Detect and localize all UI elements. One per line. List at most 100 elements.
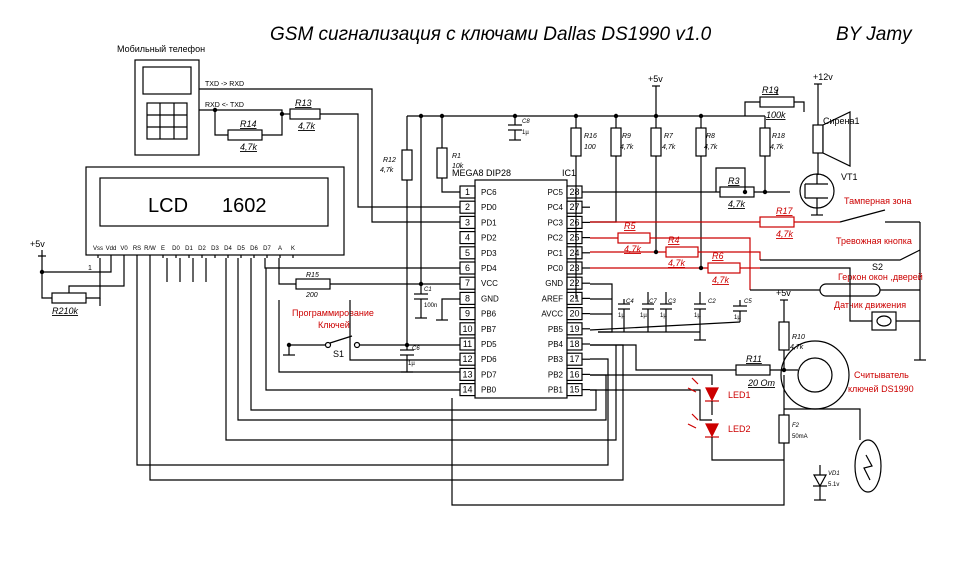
r5-ref: R5 xyxy=(624,221,636,231)
mcu-pin-name: PB1 xyxy=(548,386,564,395)
mcu-name: MEGA8 DIP28 xyxy=(452,168,511,178)
mobile-phone: Мобильный телефон TXD -> RXD RXD <- TXD xyxy=(117,44,244,156)
lcd-pin-label: A xyxy=(278,246,282,252)
c1-ref: C1 xyxy=(424,287,432,293)
reed-label: Геркон окон ,дверей xyxy=(838,272,923,282)
mcu-pin-box xyxy=(459,367,476,381)
mcu-pin-number: 1 xyxy=(465,187,470,197)
r13-val: 4,7k xyxy=(298,121,316,131)
lcd-pin-label: D5 xyxy=(237,246,245,252)
mcu-pin-number: 24 xyxy=(569,248,579,258)
mcu-pin-name: AREF xyxy=(542,294,563,303)
mcu-pin-number: 28 xyxy=(569,187,579,197)
reader-ds1990 xyxy=(780,340,850,410)
c7-ref: C7 xyxy=(649,299,657,305)
mcu-pin-name: PB5 xyxy=(548,325,564,334)
r4-ref: R4 xyxy=(668,235,680,245)
c3-ref: C3 xyxy=(668,299,676,305)
r19-val: 100k xyxy=(766,110,786,120)
mcu-pin-name: AVCC xyxy=(541,310,563,319)
c6-ref: C6 xyxy=(412,346,420,352)
r4-val: 4,7k xyxy=(668,258,686,268)
mcu-pin-name: VCC xyxy=(481,279,498,288)
mcu-pin-name: PD4 xyxy=(481,264,497,273)
mcu-pin-number: 8 xyxy=(465,293,470,303)
panic-label: Тревожная кнопка xyxy=(836,236,912,246)
mcu-pin-box xyxy=(459,200,476,214)
mcu-ref: IC1 xyxy=(562,168,576,178)
mcu-pin-number: 16 xyxy=(569,369,579,379)
lcd-pin1-label: 1 xyxy=(88,265,92,272)
power-5v-left: +5v xyxy=(30,239,45,249)
mcu-pin-number: 12 xyxy=(462,354,472,364)
motion-label: Датчик движения xyxy=(834,300,906,310)
r3-val: 4,7k xyxy=(728,199,746,209)
power-5v-top: +5v xyxy=(648,74,663,84)
mcu-pin-name: PC6 xyxy=(481,188,497,197)
mcu-pin-name: PC0 xyxy=(547,264,563,273)
c3-val: 1µ xyxy=(660,313,667,319)
vd1-ref: VD1 xyxy=(828,471,840,477)
r10-ref: R10 xyxy=(792,334,805,341)
r12-val: 4,7k xyxy=(380,167,394,174)
mcu-pin-number: 6 xyxy=(465,263,470,273)
r16-val: 100 xyxy=(584,144,596,151)
lcd-pin-label: D1 xyxy=(185,246,193,252)
r14-val: 4,7k xyxy=(240,142,258,152)
lcd-pin-label: D6 xyxy=(250,246,258,252)
mcu-pin-name: PD7 xyxy=(481,370,497,379)
led2-label: LED2 xyxy=(728,424,751,434)
lcd-pin-label: V0 xyxy=(120,246,128,252)
r3-ref: R3 xyxy=(728,176,740,186)
mcu-pin-box xyxy=(459,231,476,245)
mcu-pin-name: PD6 xyxy=(481,355,497,364)
mcu-pin-name: PD1 xyxy=(481,218,497,227)
c1-val: 100n xyxy=(424,303,437,309)
mcu-pin-name: PB7 xyxy=(481,325,497,334)
reader-label-1: Считыватель xyxy=(854,370,909,380)
r12-ref: R12 xyxy=(383,157,396,164)
mcu-pin-name: GND xyxy=(481,294,499,303)
mcu-pin-number: 23 xyxy=(569,263,579,273)
siren-label: Сирена1 xyxy=(823,116,860,126)
power-12v: +12v xyxy=(813,72,833,82)
r9-val: 4,7k xyxy=(620,144,634,151)
lcd-pin-label: E xyxy=(161,246,165,252)
mcu-pin-name: GND xyxy=(545,279,563,288)
c5-val: 1µ xyxy=(734,315,741,321)
phone-label: Мобильный телефон xyxy=(117,44,205,54)
mcu-pin-box xyxy=(459,307,476,321)
r14-ref: R14 xyxy=(240,119,257,129)
mcu-pin-number: 10 xyxy=(462,324,472,334)
lcd-pin-label: D7 xyxy=(263,246,271,252)
r1-val: 10k xyxy=(452,163,464,170)
rxd-label: RXD <- TXD xyxy=(205,102,244,109)
lcd-pin-label: D3 xyxy=(211,246,219,252)
vt1-label: VT1 xyxy=(841,172,858,182)
mcu-pin-number: 9 xyxy=(465,309,470,319)
c6-val: 1µ xyxy=(408,361,415,367)
lcd-pin-label: D4 xyxy=(224,246,232,252)
r15-val: 200 xyxy=(305,292,318,299)
mcu-pin-number: 19 xyxy=(569,324,579,334)
c4-val: 1µ xyxy=(618,313,625,319)
r13-ref: R13 xyxy=(295,98,312,108)
r6-val: 4,7k xyxy=(712,275,730,285)
r18-val: 4,7k xyxy=(770,144,784,151)
lcd-pin-label: RS xyxy=(133,246,141,252)
lcd-pin-label: D2 xyxy=(198,246,206,252)
mcu-pin-number: 17 xyxy=(569,354,579,364)
power-5v-right: +5v xyxy=(776,288,791,298)
r9-ref: R9 xyxy=(622,133,631,140)
mcu-pin-name: PD2 xyxy=(481,234,497,243)
f2-val: 50mA xyxy=(792,434,808,440)
mcu-pin-number: 21 xyxy=(569,293,579,303)
mcu-pin-name: PB3 xyxy=(548,355,564,364)
mcu-pin-name: PB6 xyxy=(481,310,497,319)
led1-label: LED1 xyxy=(728,390,751,400)
mcu-pin-name: PC5 xyxy=(547,188,563,197)
mcu-pin-name: PC1 xyxy=(547,249,563,258)
